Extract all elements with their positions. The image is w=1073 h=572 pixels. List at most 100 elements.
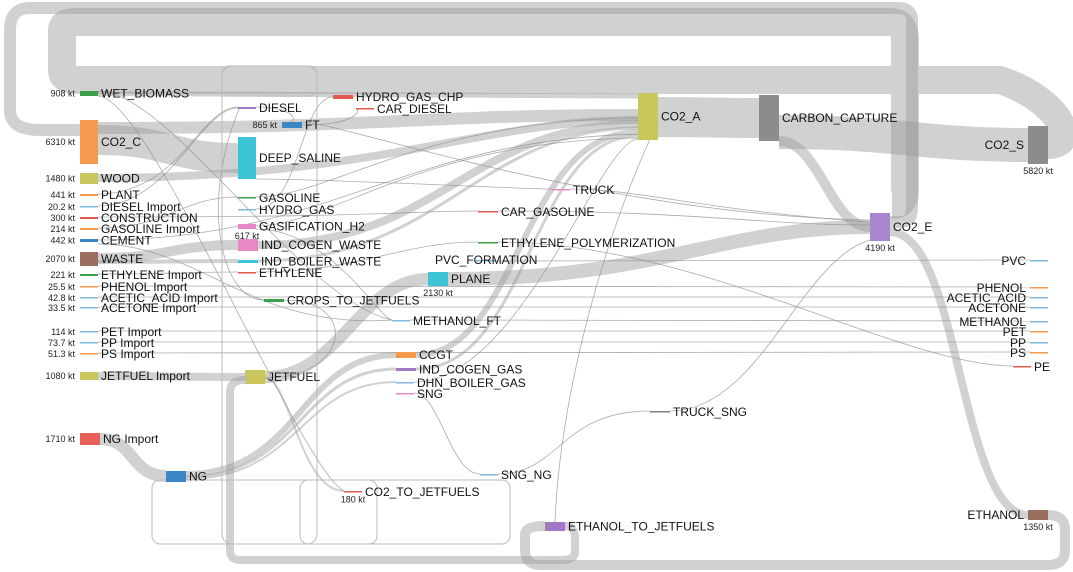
flow-links <box>3 2 1073 570</box>
node-value-jetfuel-import: 1080 kt <box>45 371 75 381</box>
node-bars <box>80 91 1048 531</box>
node-label-ccgt: CCGT <box>419 348 454 362</box>
minor-flow-link <box>97 90 393 321</box>
minor-flow-link <box>255 178 553 190</box>
node-label-ng-import: NG Import <box>103 432 159 446</box>
node-value-wet-biomass: 908 kt <box>50 89 75 99</box>
flow-link-ng-import-to-ng <box>99 433 167 482</box>
node-label-co2-to-jetfuels: CO2_TO_JETFUELS <box>365 485 479 499</box>
flow-link-carbon-capture-to-co2-e <box>778 136 871 232</box>
node-wet-biomass <box>80 91 98 96</box>
node-value-gasoline-import: 214 kt <box>50 224 75 234</box>
node-gasification-h2 <box>238 224 256 229</box>
minor-flow-link <box>97 210 479 218</box>
node-label-jetfuel: JETFUEL <box>268 370 320 384</box>
node-phenol-import <box>80 286 98 288</box>
node-ind-cogen-gas <box>396 368 416 371</box>
flow-link-plane-to-co2-e <box>447 220 871 286</box>
node-hydro-gas-chp <box>333 95 353 99</box>
node-label-ft: FT <box>305 118 320 132</box>
node-plant <box>80 194 98 196</box>
node-ft <box>282 122 302 128</box>
node-label-gasification-h2: GASIFICATION_H2 <box>259 220 365 234</box>
minor-flow-link <box>413 392 481 475</box>
node-label-sng-ng: SNG_NG <box>501 468 552 482</box>
minor-flow-link <box>301 121 871 221</box>
flow-link-co2-a-to-carbon-capture <box>657 97 760 138</box>
node-label-plane: PLANE <box>451 272 490 286</box>
node-label-pvc: PVC <box>1001 254 1026 268</box>
flow-link-ind-boiler-waste-to-co2-a <box>257 126 639 263</box>
node-value-co2-to-jetfuels: 180 kt <box>341 495 366 505</box>
node-pvc <box>1030 260 1048 262</box>
node-diesel <box>238 107 256 109</box>
node-pet-import <box>80 331 98 333</box>
node-sng <box>396 393 414 395</box>
node-ps-import <box>80 353 98 355</box>
minor-flow-link <box>255 241 479 273</box>
minor-flow-link <box>97 351 1031 354</box>
node-label-hydro-gas: HYDRO_GAS <box>259 203 334 217</box>
node-sng-ng <box>480 474 498 476</box>
node-label-hydro-gas-chp: HYDRO_GAS_CHP <box>356 90 463 104</box>
node-label-construction: CONSTRUCTION <box>101 211 198 225</box>
node-plane <box>428 272 448 286</box>
flow-link-ng-to-ind-cogen-gas <box>185 367 397 479</box>
node-wood <box>80 173 98 184</box>
node-co2-c <box>80 120 98 164</box>
minor-flow-link <box>97 95 345 492</box>
node-value-acetone-import: 33.5 kt <box>48 303 76 313</box>
node-co2-to-jetfuels <box>344 491 362 493</box>
node-pp <box>1030 342 1048 344</box>
flow-link-co2-c-to-deep-saline <box>97 125 239 173</box>
node-label-plant: PLANT <box>101 188 140 202</box>
node-value-waste: 2070 kt <box>45 254 75 264</box>
node-diesel-import <box>80 206 98 208</box>
minor-flow-link <box>669 239 871 412</box>
node-value-plant: 441 kt <box>50 190 75 200</box>
node-ethanol-to-jetfuels <box>545 522 565 531</box>
node-label-ind-boiler-waste: IND_BOILER_WASTE <box>261 255 381 269</box>
node-label-diesel: DIESEL <box>259 101 302 115</box>
node-ethylene <box>238 272 256 274</box>
node-label-crops-to-jetfuels: CROPS_TO_JETFUELS <box>287 294 419 308</box>
node-label-sng: SNG <box>417 387 443 401</box>
node-label-acetone-import: ACETONE Import <box>101 301 197 315</box>
flow-link-ng-to-dhn-boiler-gas <box>185 381 397 480</box>
flow-link-wood-to-co2-a <box>97 116 639 182</box>
minor-flow-link <box>97 107 239 207</box>
node-label-carbon-capture: CARBON_CAPTURE <box>782 111 897 125</box>
flow-link-co2-to-jetfuels-to-jetfuel <box>264 377 345 492</box>
minor-flow-link <box>218 106 265 301</box>
minor-flow-link <box>264 299 336 379</box>
node-label-ps-import: PS Import <box>101 347 155 361</box>
minor-flow-link <box>97 243 393 322</box>
node-value-cement: 442 kt <box>50 236 75 246</box>
node-label-co2-a: CO2_A <box>661 110 700 124</box>
minor-flow-link <box>97 133 639 241</box>
node-label-phenol: PHENOL <box>977 281 1027 295</box>
node-label-pet-import: PET Import <box>101 325 162 339</box>
flow-link-co2-s-to-co2-c <box>48 8 1073 219</box>
node-label-jetfuel-import: JETFUEL Import <box>101 369 191 383</box>
node-deep-saline <box>238 137 256 179</box>
flow-link-ind-cogen-waste-to-co2-a <box>257 120 639 249</box>
node-label-pvc-formation: PVC_FORMATION <box>435 253 537 267</box>
node-label-ethylene: ETHYLENE <box>259 266 322 280</box>
minor-flow-link <box>97 196 239 229</box>
node-ethylene-polymerization <box>478 242 498 244</box>
node-pvc-formation <box>476 260 496 262</box>
minor-flow-link <box>97 271 239 275</box>
node-value-pet-import: 114 kt <box>51 327 75 337</box>
node-ind-cogen-waste <box>238 239 258 251</box>
minor-flow-link <box>97 106 239 195</box>
node-label-acetic-acid: ACETIC_ACID <box>947 291 1027 305</box>
node-phenol <box>1030 287 1048 289</box>
loop-link-outline <box>299 479 511 545</box>
node-label-acetic-acid-import: ACETIC_ACID Import <box>101 291 218 305</box>
minor-flow-link <box>255 228 393 321</box>
node-methanol-ft <box>392 320 410 322</box>
node-label-co2-s: CO2_S <box>985 138 1024 152</box>
node-hydro-gas <box>238 209 256 211</box>
node-label-waste: WASTE <box>101 252 143 266</box>
